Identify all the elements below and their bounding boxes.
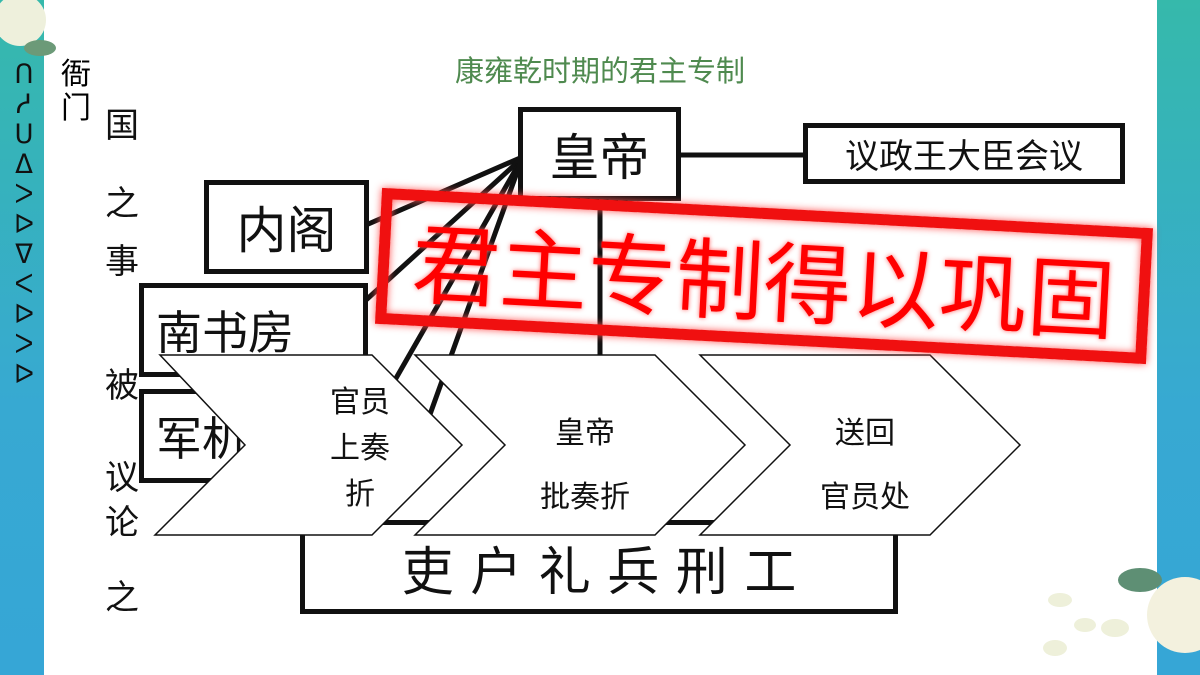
left-char: 国	[105, 106, 139, 146]
left-char: 论	[105, 503, 139, 543]
flow-step-2: 皇帝 批奏折	[505, 402, 665, 530]
flow-step-line: 皇帝	[555, 416, 615, 451]
left-char: 之	[105, 184, 139, 224]
flow-step-1: 官员 上奏 折	[310, 380, 410, 518]
cabinet-box: 内阁	[204, 180, 369, 274]
chevron-1	[153, 354, 464, 536]
flow-step-3: 送回 官员处	[790, 402, 940, 530]
right-decor-strip	[1157, 0, 1200, 675]
chevron-2	[413, 354, 747, 536]
left-char: 事	[105, 242, 139, 282]
left-top-text: 衙门	[61, 57, 91, 126]
flow-step-line: 送回	[835, 416, 895, 451]
slide-title: 康雍乾时期的君主专制	[454, 54, 745, 88]
left-char: 之	[105, 578, 139, 618]
left-char: 被	[105, 366, 139, 406]
left-decor-strip	[0, 0, 44, 675]
flow-step-line: 上奏	[330, 431, 390, 466]
council-box: 议政王大臣会议	[803, 123, 1125, 184]
flow-step-line: 折	[345, 477, 375, 512]
left-char: 议	[105, 458, 139, 498]
flow-step-line: 批奏折	[540, 480, 630, 515]
emperor-box: 皇帝	[518, 107, 681, 201]
side-glyphs: ᑎᓱᑌᐃᐳᐅᐁᐸᐅᐳᐅ	[9, 60, 39, 390]
flow-step-line: 官员处	[820, 480, 910, 515]
flow-step-line: 官员	[330, 385, 390, 420]
chevron-3	[698, 354, 1022, 536]
